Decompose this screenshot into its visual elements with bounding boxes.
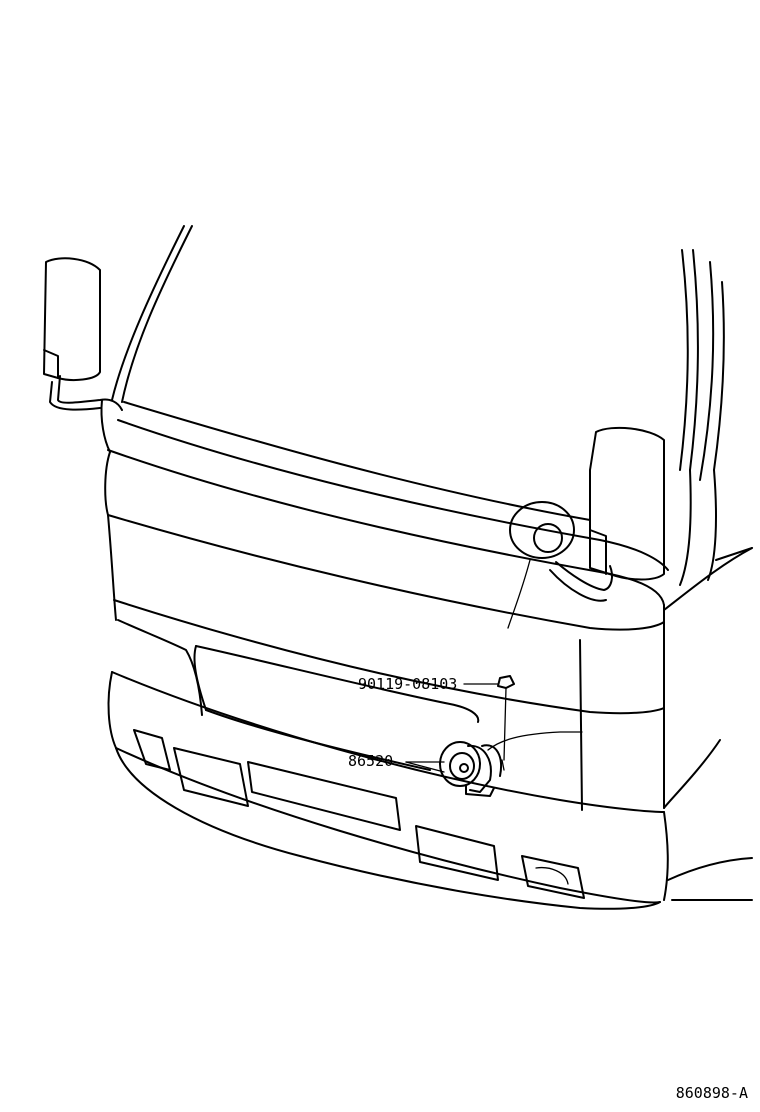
callout-86520: 86520 [348, 752, 445, 773]
marker-lamp [509, 501, 575, 559]
figure-id: 860898-A [676, 1084, 748, 1102]
horn-assembly [439, 731, 583, 797]
part-number-label: 90119-08103 [358, 675, 457, 693]
bolt [497, 675, 515, 771]
left-mirror [43, 257, 123, 411]
callout-90119-08103: 90119-08103 [358, 675, 499, 693]
part-number-label: 86520 [348, 752, 393, 770]
truck-cab-outline [100, 225, 753, 910]
right-mirror [549, 426, 665, 602]
